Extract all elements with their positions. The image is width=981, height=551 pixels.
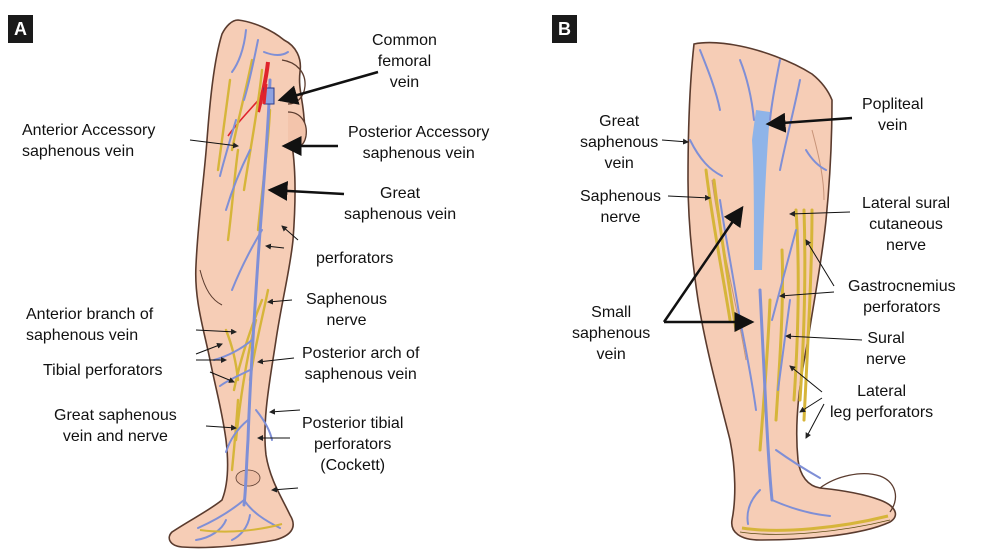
label-great-saphenous-vein-and-nerve: Great saphenous vein and nerve (54, 405, 177, 447)
label-perforators: perforators (316, 248, 393, 269)
label-posterior-arch-saphenous-vein: Posterior arch of saphenous vein (302, 343, 419, 385)
label-sural-nerve: Sural nerve (866, 328, 906, 370)
label-popliteal-vein: Popliteal vein (862, 94, 923, 136)
label-common-femoral-vein: Common femoral vein (372, 30, 437, 93)
label-anterior-accessory-saphenous-vein: Anterior Accessory saphenous vein (22, 120, 155, 162)
label-saphenous-nerve-b: Saphenous nerve (580, 186, 661, 228)
panel-label-a: A (8, 15, 33, 43)
label-lateral-leg-perforators: Lateral leg perforators (830, 381, 933, 423)
femoral-junction-artery-mark (264, 84, 266, 104)
label-tibial-perforators: Tibial perforators (43, 360, 162, 381)
label-posterior-accessory-saphenous-vein: Posterior Accessory saphenous vein (348, 122, 489, 164)
panel-label-b: B (552, 15, 577, 43)
medial-malleolus (236, 470, 260, 486)
label-small-saphenous-vein: Small saphenous vein (572, 302, 650, 365)
label-lateral-sural-cutaneous-nerve: Lateral sural cutaneous nerve (862, 193, 950, 256)
label-saphenous-nerve-a: Saphenous nerve (306, 289, 387, 331)
label-posterior-tibial-perforators: Posterior tibial perforators (Cockett) (302, 413, 403, 476)
label-great-saphenous-vein-a: Great saphenous vein (344, 183, 456, 225)
label-great-saphenous-vein-b: Great saphenous vein (580, 111, 658, 174)
label-anterior-branch-saphenous-vein: Anterior branch of saphenous vein (26, 304, 153, 346)
label-gastrocnemius-perforators: Gastrocnemius perforators (848, 276, 956, 318)
